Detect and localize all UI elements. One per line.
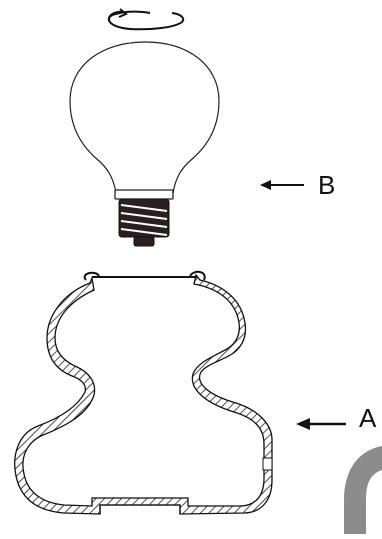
left-arrow-icon — [260, 180, 304, 190]
label-a: A — [359, 403, 377, 433]
rotate-arrow-icon — [107, 8, 185, 31]
bulb-glass — [69, 41, 220, 194]
gray-curved-part — [344, 446, 382, 534]
vent-marker — [262, 457, 273, 471]
rim-right-lip — [189, 270, 206, 281]
bulb-collar — [114, 189, 174, 200]
rim-left-lip — [83, 271, 100, 281]
light-bulb — [69, 41, 220, 247]
lamp-base-shell — [14, 270, 273, 515]
base-slot — [99, 504, 181, 514]
bulb-thread-lines — [120, 204, 168, 236]
left-arrow-icon — [296, 418, 346, 430]
bulb-screw-base — [118, 198, 170, 247]
label-b: B — [318, 170, 336, 200]
